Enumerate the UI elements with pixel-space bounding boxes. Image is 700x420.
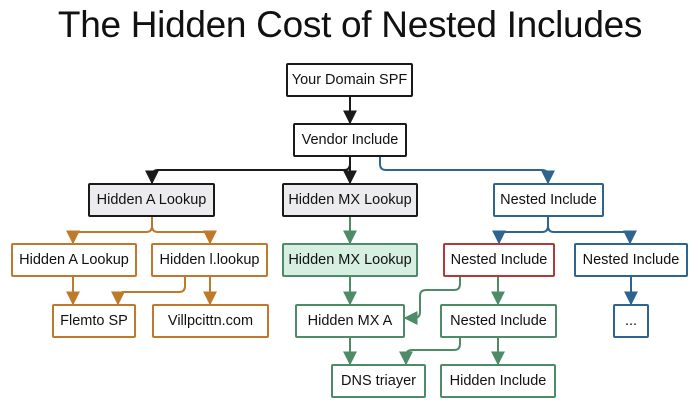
node-hidden-include: Hidden Include	[440, 364, 556, 398]
node-dns-triayer: DNS triayer	[331, 364, 426, 398]
edge-nested-green-dns	[399, 338, 461, 366]
edge-nested-red-mxa	[403, 277, 461, 325]
edge-hidden-lookup-flemto	[111, 277, 186, 306]
edge-nested-top-split-left	[492, 217, 549, 245]
node-nested-include-right: Nested Include	[574, 243, 688, 277]
node-nested-include-top: Nested Include	[493, 183, 604, 217]
edge-vendor-hidden-a	[145, 157, 351, 185]
node-hidden-mx-lookup-mid: Hidden MX Lookup	[282, 243, 418, 277]
edge-hidden-a-split-right	[151, 225, 217, 245]
node-villpcittn-com: Villpcittn.com	[152, 304, 269, 338]
edge-nested-top-split-right	[547, 225, 637, 245]
node-vendor-include: Vendor Include	[293, 123, 407, 157]
node-hidden-mx-a: Hidden MX A	[295, 304, 405, 338]
node-ellipsis: ...	[613, 304, 649, 338]
node-hidden-l-lookup: Hidden l.lookup	[151, 243, 268, 277]
diagram-title: The Hidden Cost of Nested Includes	[57, 4, 643, 45]
node-hidden-mx-lookup-top: Hidden MX Lookup	[282, 183, 418, 217]
node-your-domain-spf: Your Domain SPF	[286, 63, 413, 97]
node-flemto-sp: Flemto SP	[52, 304, 136, 338]
node-nested-include-red: Nested Include	[443, 243, 555, 277]
node-nested-include-green: Nested Include	[440, 304, 557, 338]
node-hidden-a-lookup-top: Hidden A Lookup	[88, 183, 215, 217]
node-hidden-a-lookup-left: Hidden A Lookup	[11, 243, 137, 277]
edge-vendor-nested	[379, 157, 555, 185]
edge-hidden-a-split-left	[66, 217, 153, 245]
